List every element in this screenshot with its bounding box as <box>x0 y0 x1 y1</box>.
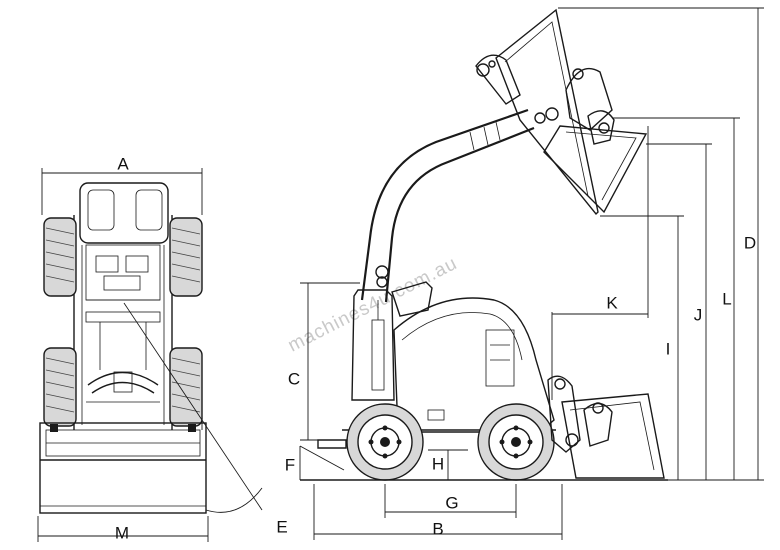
dimension-f: F <box>285 445 345 480</box>
label-f: F <box>285 455 295 474</box>
lift-arm <box>360 108 546 303</box>
label-d: D <box>744 233 756 252</box>
dimension-g: G <box>384 484 517 518</box>
label-m: M <box>115 523 129 542</box>
label-c: C <box>288 369 300 388</box>
dimension-c: C <box>288 282 360 441</box>
dimension-k: K <box>551 126 649 400</box>
cab-top <box>79 182 169 244</box>
label-g: G <box>445 493 458 512</box>
label-k: K <box>606 293 618 312</box>
tire-top-right-front <box>169 217 203 297</box>
label-b: B <box>432 519 443 538</box>
label-j: J <box>694 305 703 324</box>
dimension-b: B <box>313 484 563 540</box>
dimension-e: E <box>123 302 288 536</box>
wheel-rear-side <box>346 403 424 481</box>
dimension-a: A <box>41 154 203 215</box>
label-h: H <box>432 454 444 473</box>
dimension-l: L <box>612 117 740 481</box>
label-a: A <box>117 154 129 173</box>
label-e: E <box>276 517 287 536</box>
side-view: C F H G B <box>285 7 764 540</box>
tire-top-left-front <box>43 217 77 297</box>
bucket-top <box>39 422 207 514</box>
tire-top-left-rear <box>43 347 77 427</box>
bucket-dump <box>543 67 648 214</box>
dimension-m: M <box>37 516 209 542</box>
label-i: I <box>666 339 671 358</box>
label-l: L <box>722 289 731 308</box>
dimension-h: H <box>428 449 468 480</box>
bucket-raised <box>475 8 599 216</box>
chassis-top <box>73 215 173 430</box>
dimension-i: I <box>600 215 684 481</box>
tire-top-right-rear <box>169 347 203 427</box>
wheel-front-side <box>477 403 555 481</box>
loader-tower <box>351 265 433 401</box>
dimension-j: J <box>646 143 712 481</box>
bucket-ground <box>547 375 665 479</box>
dimension-d: D <box>558 7 764 481</box>
top-view: A <box>37 154 288 542</box>
